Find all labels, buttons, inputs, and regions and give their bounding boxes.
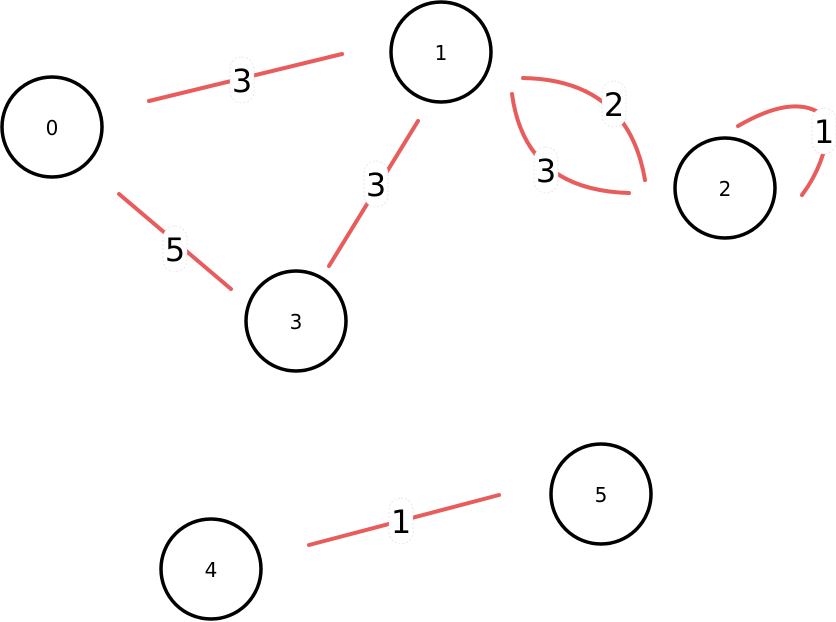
edge-weight-label: 2	[604, 86, 624, 124]
node-1[interactable]: 1	[389, 0, 493, 104]
edge-1-2: 2	[521, 76, 647, 182]
edge-2-2: 1	[736, 104, 836, 197]
node-circle[interactable]	[549, 442, 653, 546]
node-label: 5	[595, 483, 608, 507]
node-circle[interactable]	[244, 269, 348, 373]
edge-label-background	[229, 56, 255, 104]
edge-label-background	[363, 160, 389, 208]
edge-label-background	[388, 497, 414, 545]
edge-1-3: 3	[327, 119, 420, 268]
edge-label-background	[601, 80, 627, 128]
edge-4-5: 1	[307, 493, 501, 547]
edge-weight-label: 3	[536, 152, 556, 190]
edge-label-background	[162, 225, 188, 273]
edge-weight-label: 1	[391, 503, 411, 541]
edge-2-1: 3	[510, 92, 631, 195]
edge-label-background	[533, 146, 559, 194]
edge-weight-label: 3	[366, 166, 386, 204]
edge-weight-label: 3	[232, 62, 252, 100]
edge-weight-label: 1	[814, 113, 834, 151]
node-3[interactable]: 3	[244, 269, 348, 373]
node-label: 4	[205, 558, 218, 582]
node-label: 1	[435, 41, 448, 65]
node-5[interactable]: 5	[549, 442, 653, 546]
edges-layer: 3 5 3 2 3 1 1	[117, 52, 836, 547]
node-circle[interactable]	[389, 0, 493, 104]
edge-label-background	[811, 107, 836, 155]
node-4[interactable]: 4	[159, 517, 263, 621]
node-2[interactable]: 2	[673, 136, 777, 240]
nodes-layer: 0 1 2 3 4 5	[0, 0, 777, 621]
node-circle[interactable]	[0, 75, 104, 179]
node-label: 0	[46, 116, 59, 140]
edge-0-3: 5	[117, 192, 233, 291]
node-0[interactable]: 0	[0, 75, 104, 179]
edge-0-1: 3	[147, 52, 344, 104]
node-label: 2	[719, 177, 732, 201]
node-circle[interactable]	[159, 517, 263, 621]
node-circle[interactable]	[673, 136, 777, 240]
node-label: 3	[290, 310, 303, 334]
edge-weight-label: 5	[165, 231, 185, 269]
